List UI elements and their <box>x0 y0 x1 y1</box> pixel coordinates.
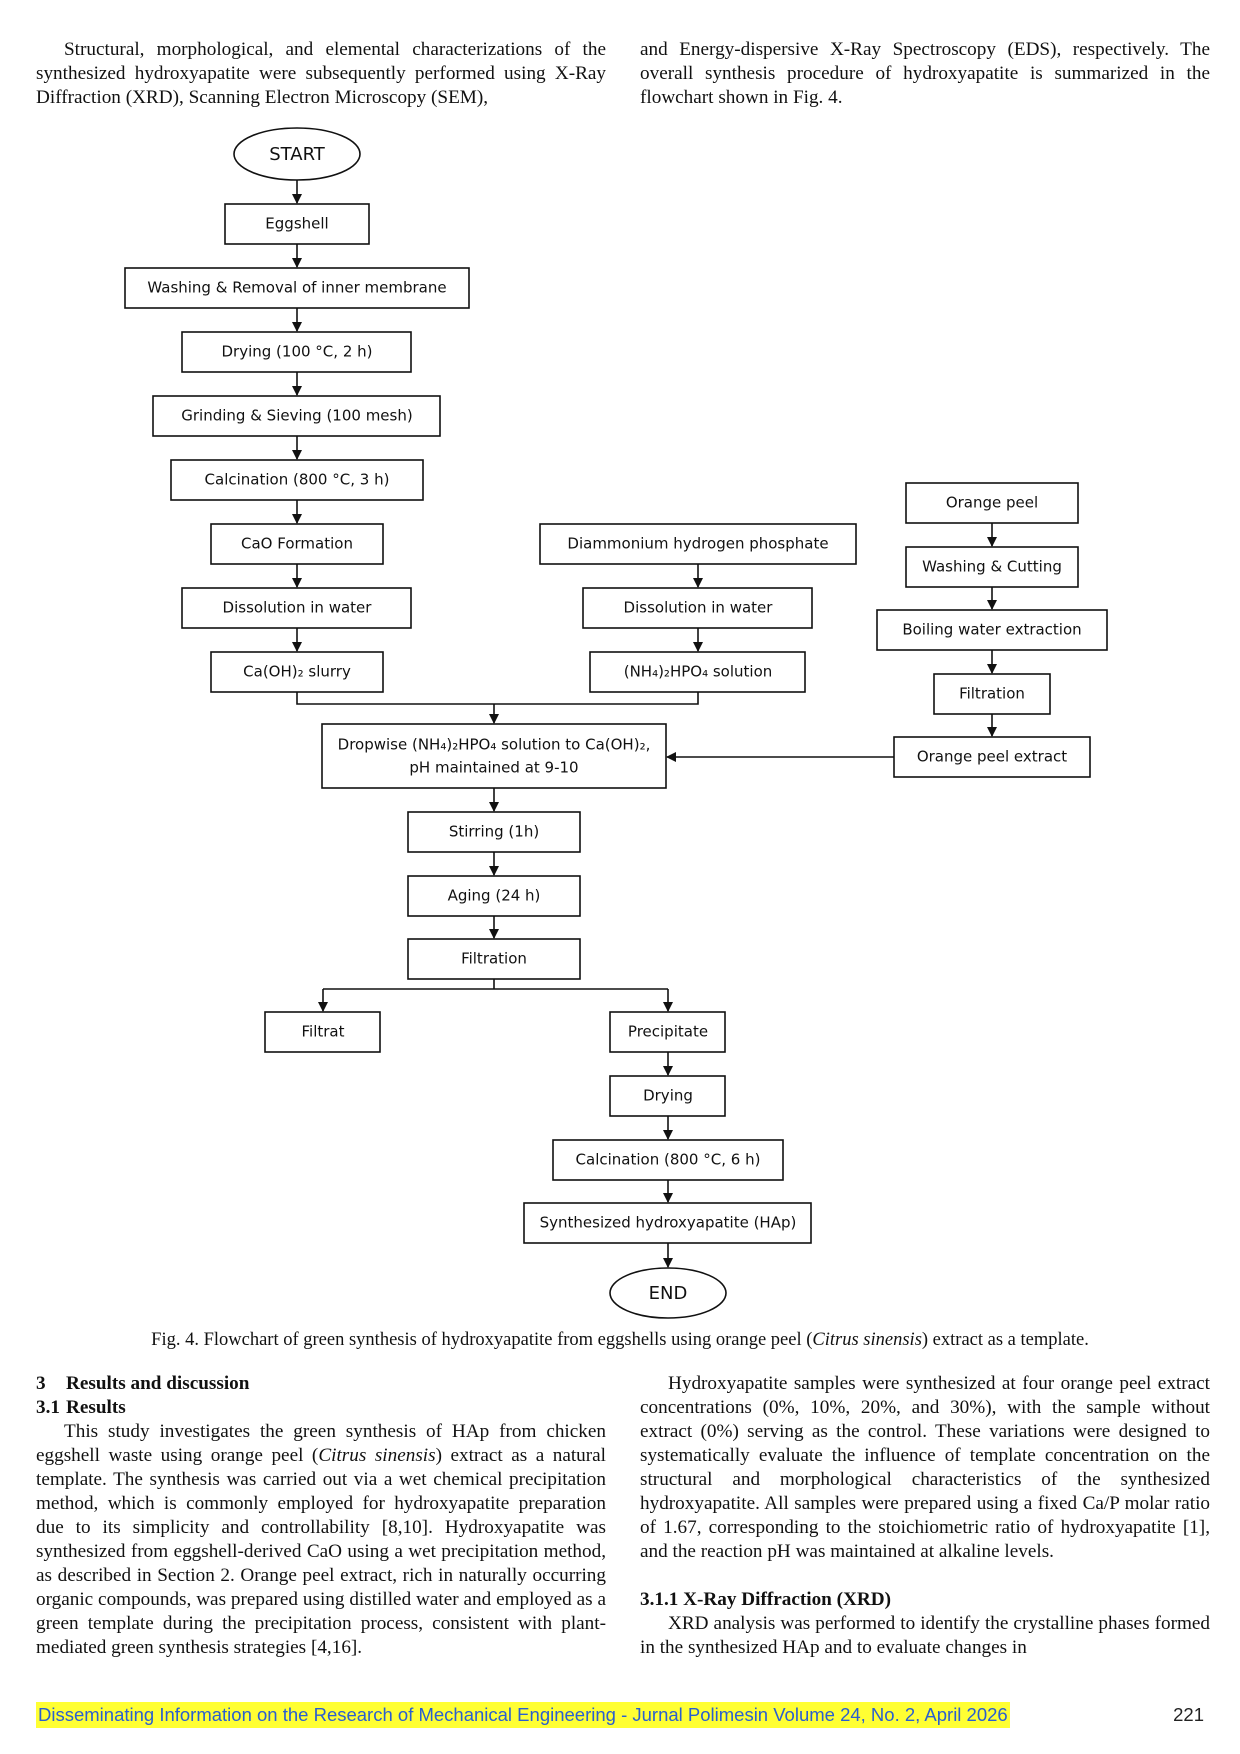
end-label: END <box>649 1283 688 1304</box>
top-right-paragraph: and Energy-dispersive X-Ray Spectroscopy… <box>640 38 1210 110</box>
dap-label: Diammonium hydrogen phosphate <box>567 535 828 553</box>
top-right-text: and Energy-dispersive X-Ray Spectroscopy… <box>640 39 1210 108</box>
dap-box <box>539 523 857 565</box>
merge-connector <box>296 692 699 705</box>
xrd-paragraph: XRD analysis was performed to identify t… <box>640 1613 1210 1658</box>
split-connector <box>323 979 668 990</box>
eggshell-label: Eggshell <box>265 215 328 233</box>
precipitate-label: Precipitate <box>628 1023 708 1041</box>
dissolution-left-label: Dissolution in water <box>223 599 373 617</box>
washing-membrane-label: Washing & Removal of inner membrane <box>147 279 446 297</box>
synthesis-flowchart: START Eggshell Washing & Removal of inne… <box>124 127 1108 1319</box>
grinding-label: Grinding & Sieving (100 mesh) <box>181 407 412 425</box>
washing-cutting-label: Washing & Cutting <box>922 558 1062 576</box>
filtration-right-box <box>933 673 1051 715</box>
filtrat-box <box>264 1011 381 1053</box>
hap-label: Synthesized hydroxyapatite (HAp) <box>540 1214 797 1232</box>
precipitate-box <box>609 1011 726 1053</box>
drying-100-box <box>181 331 412 373</box>
boiling-box <box>876 609 1108 651</box>
dropwise-box <box>321 723 667 789</box>
drying-final-box <box>609 1075 726 1117</box>
washing-cutting-box <box>905 546 1079 588</box>
orange-peel-label: Orange peel <box>946 494 1038 512</box>
filtrat-label: Filtrat <box>302 1023 345 1041</box>
calcination-3h-label: Calcination (800 °C, 3 h) <box>205 471 390 489</box>
eggshell-box <box>224 203 370 245</box>
aging-label: Aging (24 h) <box>448 887 541 905</box>
page-number: 221 <box>1173 1704 1204 1725</box>
dissolution-mid-box <box>582 587 813 629</box>
right-column: Hydroxyapatite samples were synthesized … <box>640 1372 1210 1660</box>
samples-paragraph: Hydroxyapatite samples were synthesized … <box>640 1373 1210 1562</box>
filtration-main-box <box>407 938 581 980</box>
caoh2-box <box>210 651 384 693</box>
cao-label: CaO Formation <box>241 535 353 553</box>
boiling-label: Boiling water extraction <box>902 621 1081 639</box>
drying-100-label: Drying (100 °C, 2 h) <box>222 343 373 361</box>
top-left-paragraph: Structural, morphological, and elemental… <box>36 38 606 110</box>
dropwise-label-line2: pH maintained at 9-10 <box>409 759 578 777</box>
end-oval <box>609 1267 727 1319</box>
aging-box <box>407 875 581 917</box>
drying-final-label: Drying <box>643 1087 693 1105</box>
dropwise-label-line1: Dropwise (NH₄)₂HPO₄ solution to Ca(OH)₂, <box>338 736 651 754</box>
top-left-text: Structural, morphological, and elemental… <box>36 39 606 108</box>
orange-peel-box <box>905 482 1079 524</box>
results-paragraph: This study investigates the green synthe… <box>36 1421 606 1658</box>
journal-footer: Disseminating Information on the Researc… <box>36 1702 1010 1728</box>
dissolution-left-box <box>181 587 412 629</box>
hap-box <box>523 1202 812 1244</box>
figure-caption: Fig. 4. Flowchart of green synthesis of … <box>151 1330 1089 1350</box>
dissolution-mid-label: Dissolution in water <box>624 599 774 617</box>
filtration-right-label: Filtration <box>959 685 1025 703</box>
washing-membrane-box <box>124 267 470 309</box>
subsubsection-heading: 3.1.1 X-Ray Diffraction (XRD) <box>640 1589 891 1610</box>
filtration-main-label: Filtration <box>461 950 527 968</box>
calcination-6h-box <box>552 1139 784 1181</box>
nh4-solution-label: (NH₄)₂HPO₄ solution <box>624 663 773 681</box>
caoh2-label: Ca(OH)₂ slurry <box>243 663 351 681</box>
extract-label: Orange peel extract <box>917 748 1067 766</box>
calcination-6h-label: Calcination (800 °C, 6 h) <box>576 1151 761 1169</box>
stirring-box <box>407 811 581 853</box>
stirring-label: Stirring (1h) <box>449 823 539 841</box>
start-label: START <box>269 144 326 165</box>
